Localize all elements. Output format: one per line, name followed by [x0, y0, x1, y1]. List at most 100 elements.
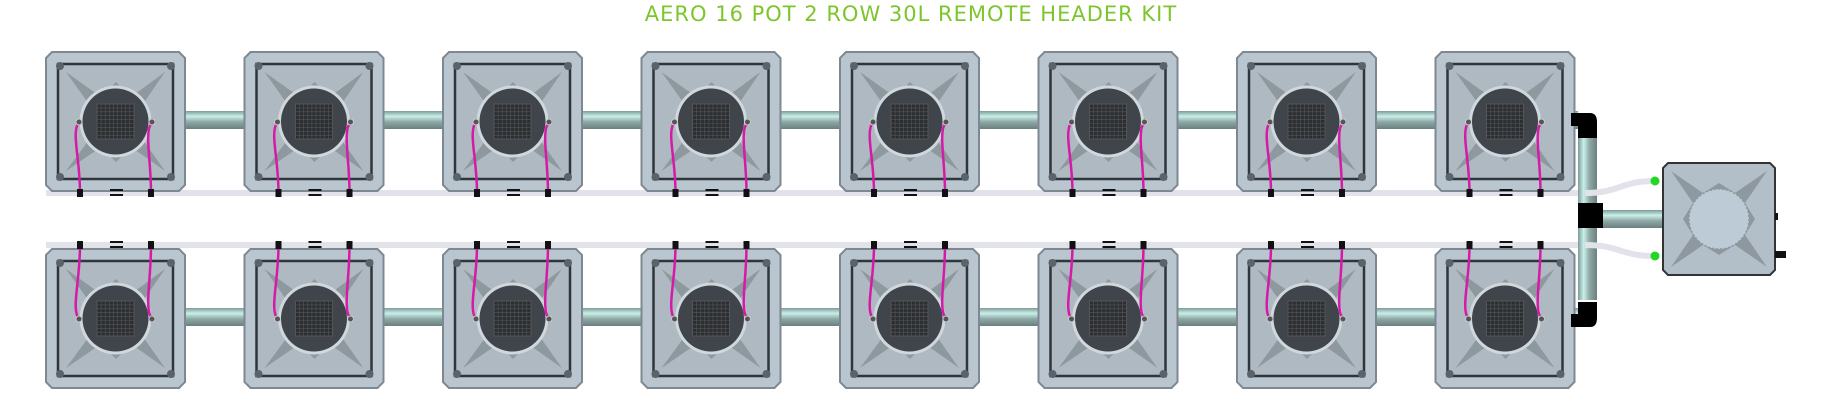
drip-emitter: [671, 118, 678, 126]
corner-bolt: [56, 62, 64, 70]
drip-line: [940, 244, 948, 320]
pot: [243, 51, 385, 192]
drip-emitter: [274, 315, 281, 323]
drip-line: [1139, 121, 1146, 194]
drip-emitter: [744, 315, 751, 323]
tube-joint-mark: [308, 194, 322, 196]
drip-emitter: [869, 118, 877, 126]
pot: [640, 51, 782, 192]
drip-emitter: [1266, 315, 1274, 323]
corner-bolt: [850, 259, 858, 267]
drip-emitter: [1538, 315, 1545, 323]
tube-joint-mark: [904, 246, 917, 248]
corner-bolt: [453, 370, 461, 378]
tube-connector: [346, 241, 353, 249]
corner-bolt: [961, 259, 969, 267]
drip-line: [669, 121, 677, 194]
drip-line: [272, 244, 280, 320]
elbow-bottom: [1571, 302, 1597, 327]
tube-connector: [275, 241, 282, 249]
drip-emitter: [545, 118, 553, 126]
corner-bolt: [1445, 259, 1454, 267]
drip-line: [1463, 121, 1471, 194]
pot: [839, 248, 980, 389]
drip-line: [868, 244, 876, 320]
corner-bolt: [254, 370, 263, 378]
mesh-grid: [96, 300, 135, 337]
corner-bolt: [850, 370, 858, 378]
tube-connector: [672, 241, 679, 249]
pot: [442, 248, 583, 389]
reservoir-port: [1775, 213, 1778, 220]
tube-connector: [545, 189, 551, 197]
tube-connector: [1339, 189, 1345, 197]
tube-connector: [1537, 189, 1544, 197]
corner-bolt: [1556, 62, 1565, 70]
tube-joint-mark: [904, 241, 917, 243]
feed-tube-to-reservoir: [1584, 178, 1656, 196]
pot: [1236, 248, 1377, 389]
drip-line: [1139, 244, 1146, 320]
green-fitting: [1650, 176, 1660, 186]
corner-bolt: [1048, 62, 1057, 70]
drip-emitter: [1141, 118, 1148, 126]
drip-line: [742, 121, 749, 194]
corner-bolt: [365, 370, 374, 378]
tube-connector: [1466, 241, 1473, 249]
reservoir-lid: [1688, 188, 1750, 250]
tube-joint-mark: [705, 189, 719, 191]
corner-bolt: [1159, 173, 1168, 181]
mesh-grid: [890, 103, 929, 140]
tube-joint-mark: [1499, 241, 1513, 243]
tube-joint-mark: [507, 241, 520, 243]
corner-bolt: [762, 259, 771, 267]
drip-line: [1066, 244, 1074, 320]
tube-connector: [77, 241, 83, 249]
corner-bolt: [564, 259, 572, 267]
tube-connector: [1339, 241, 1345, 249]
drip-emitter: [1465, 118, 1472, 126]
drip-emitter: [1538, 118, 1545, 126]
drip-emitter: [274, 118, 281, 126]
corner-bolt: [1048, 173, 1057, 181]
corner-bolt: [651, 62, 660, 70]
corner-bolt: [1358, 370, 1366, 378]
mesh-grid: [692, 103, 730, 140]
reservoir-outlet: [1775, 251, 1786, 258]
tube-joint-mark: [705, 241, 719, 243]
corner-bolt: [651, 259, 660, 267]
tube-joint-mark: [1102, 246, 1116, 248]
corner-bolt: [1556, 370, 1565, 378]
drip-emitter: [1068, 118, 1075, 126]
drip-line: [74, 121, 82, 194]
tube-connector: [743, 241, 750, 249]
tube-joint-mark: [507, 246, 520, 248]
corner-bolt: [254, 62, 263, 70]
corner-bolt: [850, 62, 858, 70]
corner-bolt: [1358, 173, 1366, 181]
corner-bolt: [1358, 62, 1366, 70]
tube-joint-mark: [507, 194, 520, 196]
corner-bolt: [762, 62, 771, 70]
elbow-top: [1571, 113, 1597, 138]
tube-joint-mark: [1499, 246, 1513, 248]
drip-line: [1265, 121, 1273, 194]
corner-bolt: [564, 62, 572, 70]
pot: [243, 248, 385, 389]
tube-joint-mark: [705, 246, 719, 248]
tube-connector: [1268, 189, 1274, 197]
corner-bolt: [453, 173, 461, 181]
corner-bolt: [453, 62, 461, 70]
drip-emitter: [942, 315, 950, 323]
tube-joint-mark: [1301, 189, 1314, 191]
tube-joint-mark: [507, 189, 520, 191]
corner-bolt: [1048, 370, 1057, 378]
feed-tube-to-reservoir: [1584, 242, 1656, 259]
corner-bolt: [961, 173, 969, 181]
corner-bolt: [1048, 259, 1057, 267]
mesh-grid: [295, 103, 333, 140]
tube-joint-mark: [110, 241, 123, 243]
corner-bolt: [56, 259, 64, 267]
